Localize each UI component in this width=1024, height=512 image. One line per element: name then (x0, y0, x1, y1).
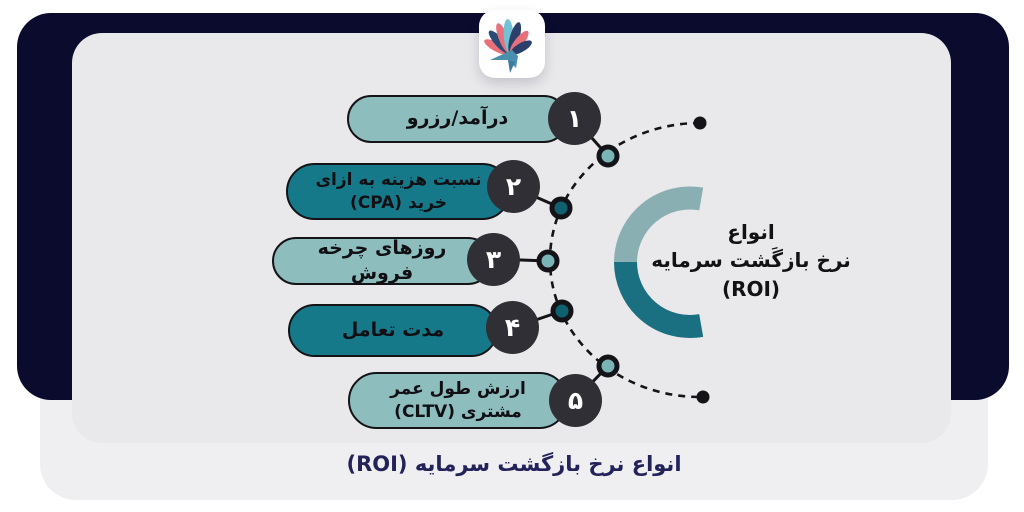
roi-item-1-label: درآمد/رزرو (406, 107, 509, 130)
roi-item-3-number-badge: ۳ (467, 233, 520, 286)
center-title-line1: انواع (727, 220, 775, 244)
center-title: انواع نرخ بازگَشت سرمایه (ROI) (642, 218, 860, 303)
roi-item-4-label: مدت تعامل (341, 318, 445, 341)
roi-item-3-pill: روزهای چرخه فروش (272, 237, 492, 285)
roi-item-3-label: روزهای چرخه فروش (317, 236, 447, 284)
roi-item-5-label: ارزش طول عمر مشتری (CLTV) (390, 379, 526, 422)
brand-logo (479, 10, 545, 78)
roi-item-2-number-badge: ۲ (487, 160, 540, 213)
center-title-line3: (ROI) (721, 276, 781, 301)
roi-item-1-pill: درآمد/رزرو (347, 95, 568, 143)
roi-item-2-label: نسبت هزینه به ازای خرید (CPA) (315, 170, 482, 213)
roi-item-5-pill: ارزش طول عمر مشتری (CLTV) (348, 372, 568, 429)
roi-item-4-pill: مدت تعامل (288, 304, 498, 357)
roi-item-2-pill: نسبت هزینه به ازای خرید (CPA) (286, 163, 511, 220)
center-title-line2: نرخ بازگَشت سرمایه (651, 248, 851, 273)
figure-caption: انواع نرخ بازگشت سرمایه (ROI) (346, 452, 682, 476)
roi-item-5-number-badge: ۵ (549, 374, 602, 427)
bird-fan-logo-icon (484, 19, 532, 73)
roi-item-1-number-badge: ۱ (548, 92, 601, 145)
roi-item-4-number-badge: ۴ (486, 301, 539, 354)
